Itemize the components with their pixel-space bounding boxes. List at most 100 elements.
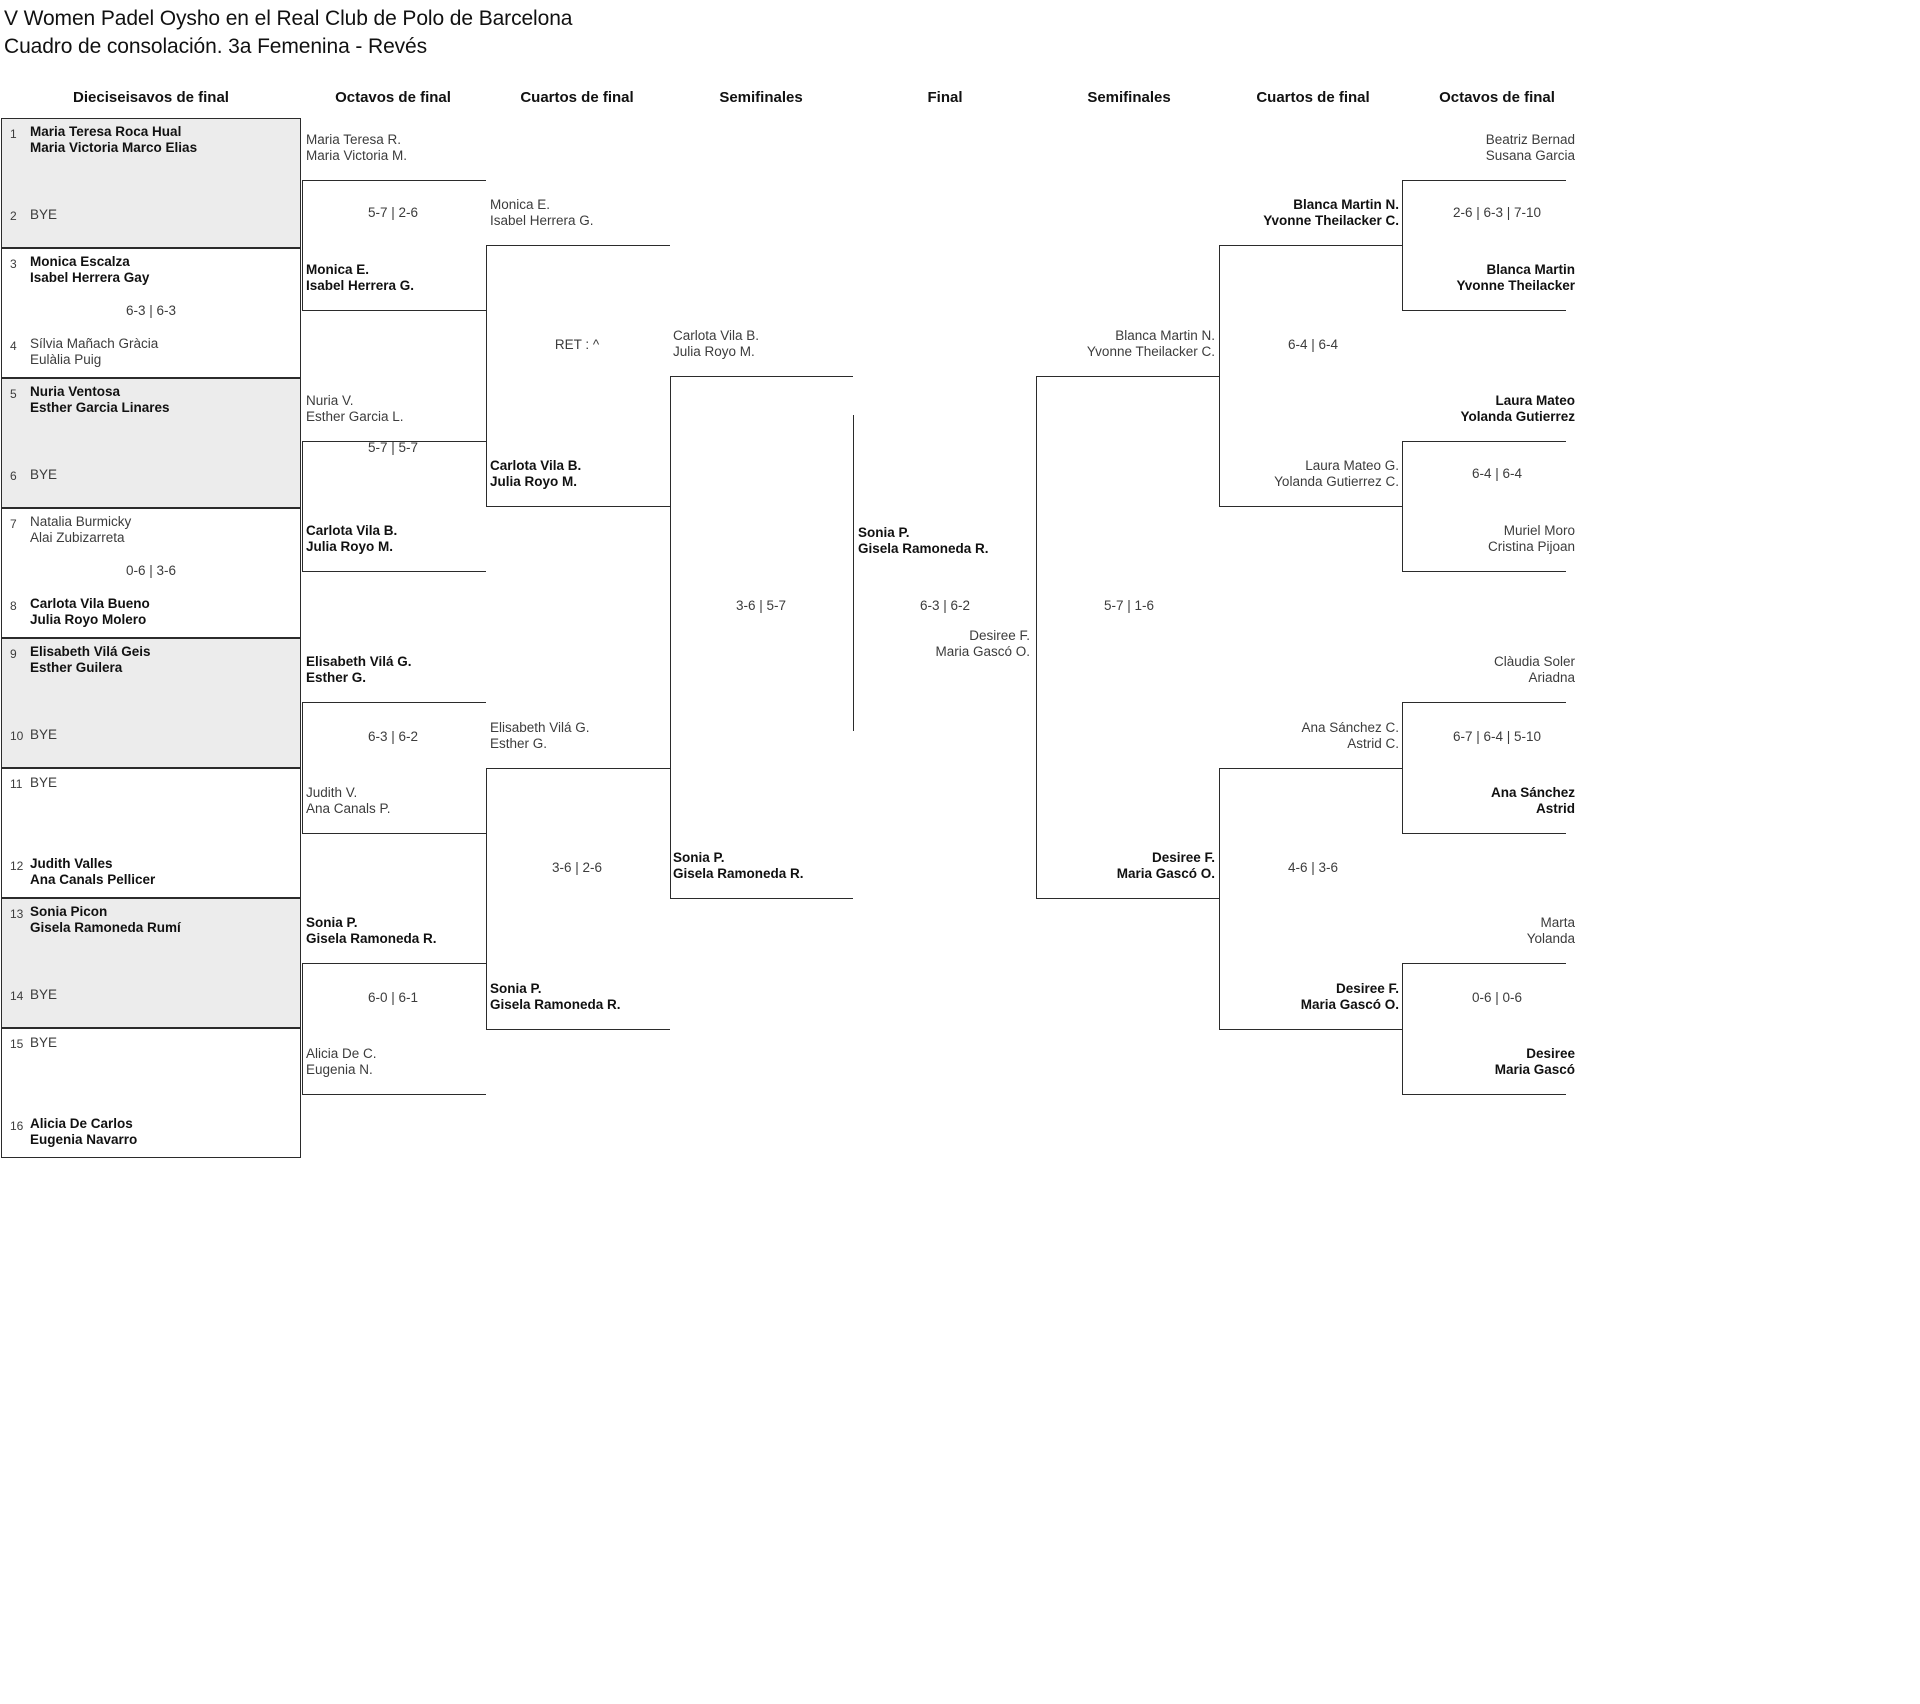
match-score-octavos-left: 5-7 | 2-6 [367,205,419,220]
bracket-connector-horizontal [302,833,486,834]
match-team-cuartos-left[interactable]: Monica E.Isabel Herrera G. [490,197,594,228]
match-team-semis-right[interactable]: Blanca Martin N.Yvonne Theilacker C. [1086,328,1215,359]
match-team-cuartos-right[interactable]: Desiree F.Maria Gascó O. [1300,981,1399,1012]
bracket-connector-horizontal [302,180,486,181]
match-score-final: 6-3 | 6-2 [919,598,971,613]
bracket-connector-horizontal [1402,310,1566,311]
seed-number: 2 [10,209,17,223]
seed-number: 8 [10,599,17,613]
round-header-7: Octavos de final [1439,89,1555,106]
match-team-final-left[interactable]: Sonia P.Gisela Ramoneda R. [858,525,989,556]
match-team-cuartos-left[interactable]: Elisabeth Vilá G.Esther G. [490,720,590,751]
round-header-2: Cuartos de final [520,89,634,106]
bracket-connector-vertical [1402,441,1403,571]
match-team-cuartos-right[interactable]: Blanca Martin N.Yvonne Theilacker C. [1263,197,1399,228]
seed-number: 7 [10,517,17,531]
match-team-cuartos-left[interactable]: Carlota Vila B.Julia Royo M. [490,458,582,489]
match-team-semis-left[interactable]: Carlota Vila B.Julia Royo M. [673,328,760,359]
seed-entry[interactable]: 11 BYE [2,774,300,791]
bracket-connector-horizontal [302,571,486,572]
bracket-connector-horizontal [1219,768,1402,769]
bracket-connector-vertical [302,963,303,1094]
page-title: V Women Padel Oysho en el Real Club de P… [4,5,572,60]
round-header-3: Semifinales [719,89,803,106]
final-connector-left [853,415,854,731]
bracket-connector-horizontal [302,963,486,964]
bracket-connector-horizontal [1036,898,1219,899]
seed-number: 4 [10,339,17,353]
match-team-octavos-left[interactable]: Sonia P.Gisela Ramoneda R. [306,915,437,946]
seed-number: 16 [10,1119,24,1133]
bracket-connector-vertical [1402,180,1403,310]
bracket-connector-horizontal [302,1094,486,1095]
seed-number: 3 [10,257,17,271]
bracket-connector-vertical [302,180,303,310]
bracket-connector-horizontal [1402,963,1566,964]
bracket-connector-vertical [1219,245,1220,506]
match-team-octavos-left[interactable]: Elisabeth Vilá G.Esther G. [306,654,412,685]
match-team-semis-left[interactable]: Sonia P.Gisela Ramoneda R. [673,850,804,881]
match-team-octavos-left[interactable]: Alicia De C.Eugenia N. [306,1046,377,1077]
match-team-octavos-left[interactable]: Monica E.Isabel Herrera G. [306,262,415,293]
bracket-connector-vertical [1219,768,1220,1029]
seed-number: 11 [10,777,23,791]
match-team-octavos-left[interactable]: Nuria V.Esther Garcia L. [306,393,404,424]
tournament-title: V Women Padel Oysho en el Real Club de P… [4,7,573,30]
round-header-6: Cuartos de final [1256,89,1370,106]
match-team-cuartos-left[interactable]: Sonia P.Gisela Ramoneda R. [490,981,621,1012]
match-score-cuartos-left: 3-6 | 2-6 [551,860,603,875]
bracket-connector-horizontal [1219,1029,1402,1030]
seed-number: 10 [10,729,24,743]
match-team-semis-right[interactable]: Desiree F.Maria Gascó O. [1116,850,1215,881]
match-score-semis-left: 3-6 | 5-7 [735,598,787,613]
seed-bye-label: BYE [30,775,58,790]
match-team-octavos-left[interactable]: Judith V.Ana Canals P. [306,785,391,816]
seed-number: 15 [10,1037,24,1051]
match-team-cuartos-right[interactable]: Ana Sánchez C.Astrid C. [1301,720,1399,751]
match-team-cuartos-right[interactable]: Laura Mateo G.Yolanda Gutierrez C. [1274,458,1399,489]
bracket-connector-horizontal [1402,571,1566,572]
seed-match-score: 0-6 | 3-6 [125,563,177,578]
match-team-octavos-left[interactable]: Carlota Vila B.Julia Royo M. [306,523,398,554]
match-team-octavos-left[interactable]: Maria Teresa R.Maria Victoria M. [306,132,408,163]
bracket-connector-vertical [1402,702,1403,833]
match-score-octavos-right: 6-7 | 6-4 | 5-10 [1452,729,1542,744]
match-team-final-right[interactable]: Desiree F.Maria Gascó O. [935,628,1030,659]
seed-number: 14 [10,989,24,1003]
